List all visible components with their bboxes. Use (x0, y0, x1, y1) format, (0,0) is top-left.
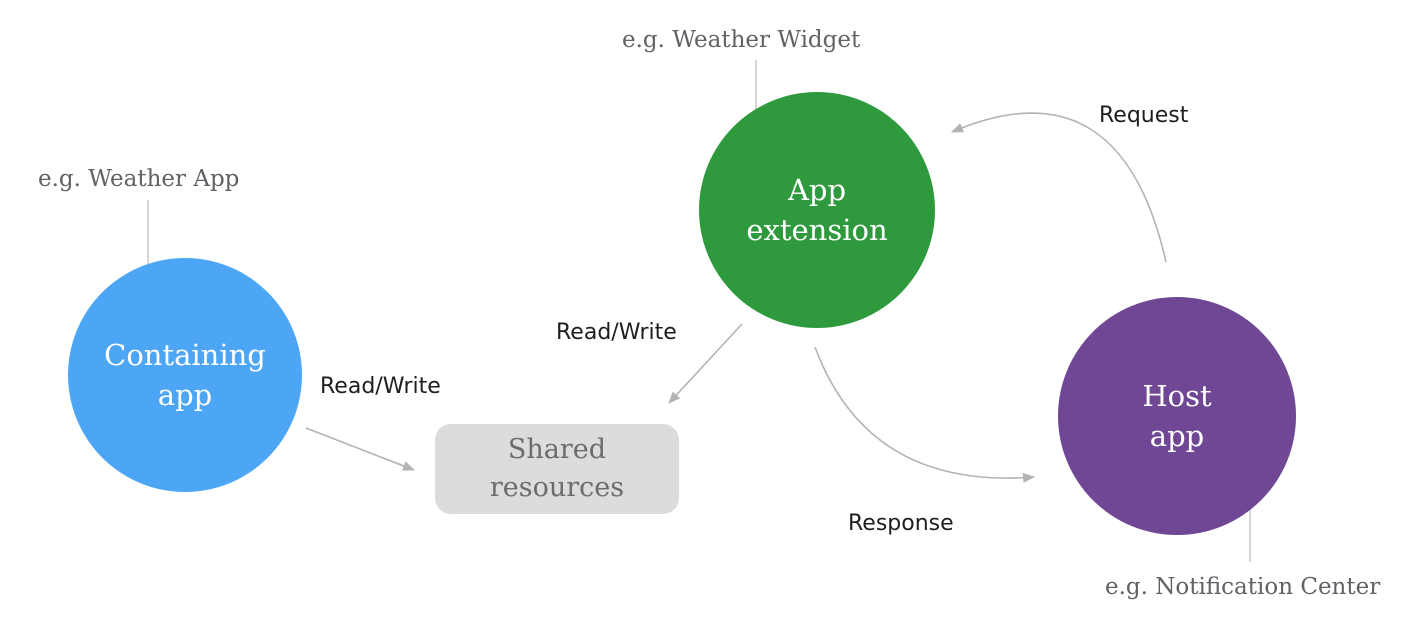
example-notification-center: e.g. Notification Center (1105, 574, 1381, 600)
arrow-containing-to-shared (305, 427, 415, 471)
app-extension-label: App extension (746, 173, 888, 247)
edge-label-response: Response (848, 511, 954, 536)
host-app-node: Host app (1058, 297, 1296, 535)
containing-app-node: Containing app (68, 258, 302, 492)
app-extension-node: App extension (699, 92, 935, 328)
arrow-host-to-extension (951, 112, 1167, 263)
edge-label-request: Request (1099, 103, 1189, 128)
example-weather-app: e.g. Weather App (38, 166, 240, 192)
shared-resources-label: Shared resources (489, 434, 625, 503)
arrow-extension-to-shared (668, 323, 743, 404)
edge-label-containing-read-write: Read/Write (320, 374, 441, 399)
edge-label-extension-read-write: Read/Write (556, 320, 677, 345)
shared-resources-node: Shared resources (435, 424, 679, 514)
example-weather-widget: e.g. Weather Widget (622, 27, 861, 53)
host-app-label: Host app (1142, 379, 1212, 453)
containing-app-label: Containing app (104, 338, 266, 412)
arrow-extension-to-host (814, 346, 1035, 483)
